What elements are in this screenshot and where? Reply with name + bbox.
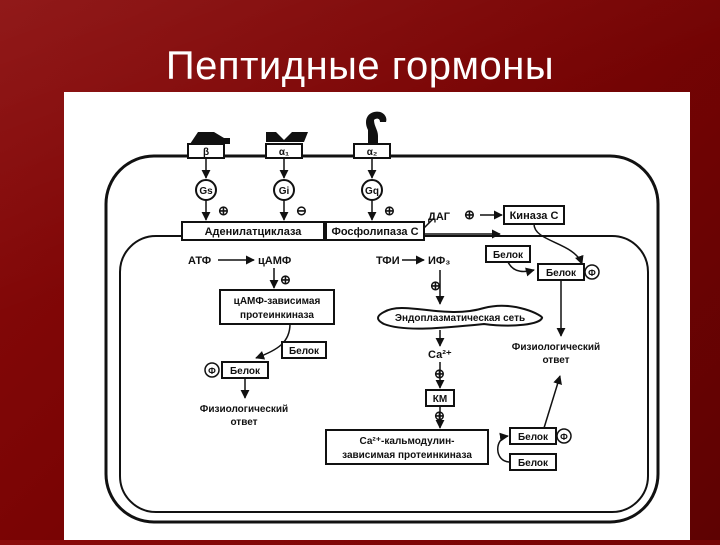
pka-box (219, 289, 335, 325)
protein-phos-box-camk (509, 427, 557, 445)
protein-box-pka (281, 341, 327, 359)
phospholipase-label: Фосфолипаза С (331, 226, 418, 238)
receptor-beta-label: β (203, 147, 209, 158)
if3-label: ИФ₃ (428, 255, 450, 267)
receptor-alpha2-label: α₂ (367, 147, 378, 158)
atf-label: АТФ (188, 255, 211, 267)
adenylate-cyclase-label: Аденилатциклаза (205, 226, 303, 238)
protein-label-pka: Белок (289, 346, 320, 357)
phos-label-pka: Ф (208, 366, 216, 376)
receptor-alpha2: α₂ (353, 111, 391, 159)
kinase-c-label: Киназа С (510, 210, 559, 222)
g-protein-gs: Gs (195, 179, 217, 201)
sign-dag-plus: ⊕ (464, 207, 475, 222)
km-label: КМ (433, 394, 447, 405)
cam-kinase-line2: зависимая протеинкиназа (342, 450, 472, 461)
phos-circle-kc (584, 264, 600, 280)
g-protein-gi: Gi (273, 179, 295, 201)
response-right-line2: ответ (542, 355, 569, 366)
phospholipase-box (325, 221, 425, 241)
protein-phos-label-pka: Белок (230, 366, 261, 377)
protein-phos-label-kc: Белок (546, 268, 577, 279)
camp-label: цАМФ (258, 255, 291, 267)
phos-circle-pka (204, 362, 220, 378)
g-protein-gq-label: Gq (365, 186, 379, 197)
response-right-line1: Физиологический (512, 342, 600, 353)
sign-camp-plus: ⊕ (280, 272, 291, 287)
protein-label-camk: Белок (518, 458, 549, 469)
sign-if3-plus: ⊕ (430, 278, 441, 293)
g-protein-gq: Gq (361, 179, 383, 201)
receptor-alpha1-label: α₁ (279, 147, 289, 158)
receptor-beta: β (187, 132, 230, 159)
protein-phos-label-camk: Белок (518, 432, 549, 443)
arrow-plc-dag (423, 217, 435, 229)
sign-gq-plus: ⊕ (384, 203, 395, 218)
er-label: Эндоплазматическая сеть (395, 313, 525, 324)
cam-kinase-line1: Са²⁺-кальмодулин- (360, 436, 455, 447)
cam-kinase-box (325, 429, 489, 465)
ca-label: Са²⁺ (428, 349, 452, 361)
tfi-label: ТФИ (376, 255, 400, 267)
phos-circle-camk (556, 428, 572, 444)
diagram-panel: β α₁ α₂ Gs Gi Gq ⊕ ⊖ ⊕ Аденилатциклаза Ф… (64, 92, 690, 540)
pka-label-line1: цАМФ-зависимая (234, 296, 321, 307)
adenylate-cyclase-box (181, 221, 325, 241)
arrow-protein-kc-phos (507, 261, 535, 277)
sign-gs-plus: ⊕ (218, 203, 229, 218)
arrow-camk-protein-loop (497, 432, 511, 463)
dag-label: ДАГ (428, 211, 451, 223)
arrow-camk-response (543, 375, 562, 429)
g-protein-gs-label: Gs (199, 186, 213, 197)
outer-membrane (104, 154, 660, 524)
g-protein-gi-label: Gi (279, 186, 290, 197)
arrow-kinase-c-protein (533, 223, 584, 265)
er-shape (377, 304, 544, 330)
signaling-diagram: β α₁ α₂ Gs Gi Gq ⊕ ⊖ ⊕ Аденилатциклаза Ф… (104, 111, 660, 524)
response-pka-line1: Физиологический (200, 404, 288, 415)
phos-label-camk: Ф (560, 432, 568, 442)
slide-title: Пептидные гормоны (165, 44, 555, 88)
pka-label-line2: протеинкиназа (240, 310, 314, 321)
response-pka-line2: ответ (230, 417, 257, 428)
sign-gi-minus: ⊖ (296, 203, 307, 218)
phos-label-kc: Ф (588, 268, 596, 278)
receptor-alpha1: α₁ (265, 132, 308, 159)
protein-label-kc: Белок (493, 250, 524, 261)
